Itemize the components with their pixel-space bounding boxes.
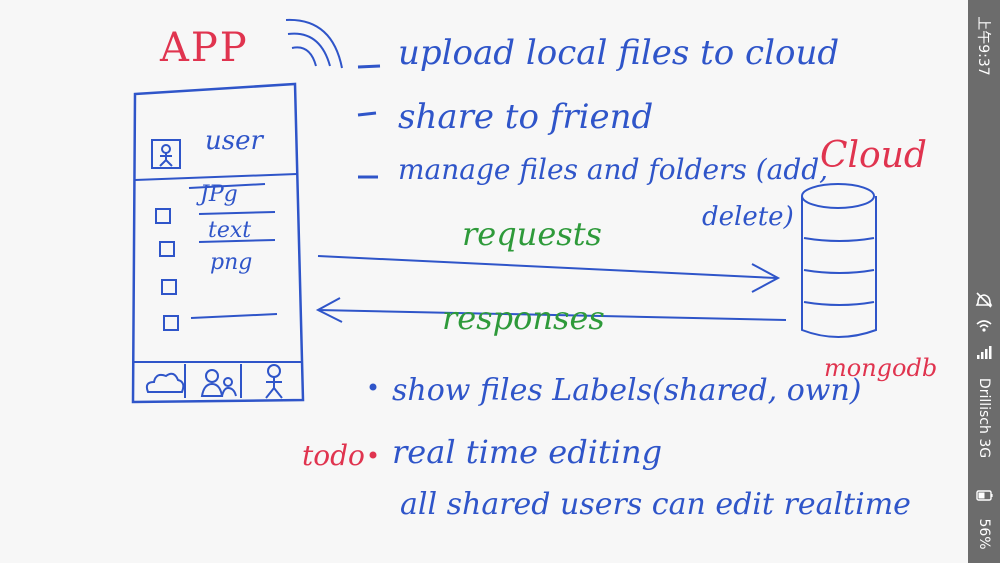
signal-waves-icon [285, 18, 343, 69]
user-icon [151, 139, 181, 169]
note-show-labels: show files Labels(shared, own) [392, 373, 862, 408]
checkbox-icon[interactable] [160, 312, 182, 334]
cloud-title: Cloud [820, 135, 927, 176]
user-label: user [205, 126, 263, 156]
cloud-icon[interactable] [142, 368, 186, 398]
file-item-label: png [210, 250, 253, 275]
signal-icon [977, 346, 992, 359]
feature-item: share to friend [398, 97, 654, 137]
checkbox-icon[interactable] [152, 205, 174, 227]
status-time: 上午9:37 [975, 16, 991, 76]
file-item-label: text [208, 218, 252, 243]
wifi-icon [976, 320, 992, 332]
file-item-label: JPg [200, 182, 238, 207]
note-realtime-detail: all shared users can edit realtime [400, 487, 911, 522]
bullet-dash [358, 175, 378, 179]
status-carrier: Drillisch 3G [976, 377, 992, 459]
battery-icon [976, 490, 993, 501]
responses-arrow [315, 297, 787, 323]
todo-tag: todo [302, 439, 365, 472]
person-icon[interactable] [258, 362, 290, 400]
status-bar: 上午9:37 Drillisch 3G 56% [968, 0, 1000, 563]
app-title: APP [160, 25, 249, 71]
note-realtime-editing: real time editing [392, 433, 663, 471]
bullet-dot [369, 451, 377, 459]
feature-item: upload local files to cloud [398, 33, 840, 73]
feature-item-continued: delete) [702, 202, 794, 232]
checkbox-icon[interactable] [156, 238, 178, 260]
bullet-dash [357, 64, 381, 69]
checkbox-icon[interactable] [158, 276, 180, 298]
friends-icon[interactable] [198, 364, 242, 400]
database-icon [801, 183, 877, 338]
whiteboard-canvas: APP user JPg text png [131, 18, 938, 522]
bullet-dot [369, 383, 377, 391]
app-mockup [131, 82, 305, 404]
bullet-dash [357, 111, 377, 117]
requests-label: requests [462, 215, 602, 253]
feature-item: manage files and folders (add, [398, 153, 829, 186]
mute-icon [975, 292, 993, 308]
requests-arrow [317, 255, 781, 293]
db-label: mongodb [824, 354, 938, 382]
status-battery: 56% [976, 518, 992, 550]
responses-label: responses [442, 299, 605, 337]
